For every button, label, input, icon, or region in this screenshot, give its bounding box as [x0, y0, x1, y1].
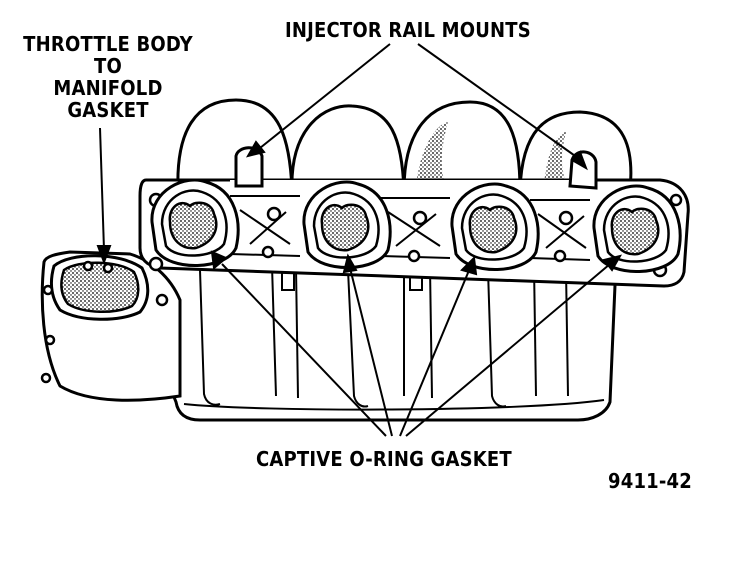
- runner-body-details: [183, 265, 605, 411]
- leader-lines: [96, 43, 623, 437]
- port-1: [150, 178, 240, 267]
- throttle-gasket-label-line-2: TO: [94, 54, 122, 78]
- captive-oring-gasket-label: CAPTIVE O-RING GASKET: [256, 447, 512, 471]
- throttle-gasket-label-line-1: THROTTLE BODY: [23, 32, 193, 56]
- throttle-gasket: [40, 260, 169, 384]
- throttle-gasket-label-line-4: GASKET: [67, 98, 149, 122]
- throttle-gasket-label: THROTTLE BODY TO MANIFOLD GASKET: [14, 33, 202, 121]
- port-4: [592, 184, 682, 273]
- port-3: [450, 182, 540, 271]
- injector-rail-mounts-label: INJECTOR RAIL MOUNTS: [285, 18, 531, 42]
- port-2: [302, 180, 392, 269]
- throttle-gasket-label-line-3: MANIFOLD: [53, 76, 163, 100]
- figure-id-label: 9411-42: [608, 469, 692, 493]
